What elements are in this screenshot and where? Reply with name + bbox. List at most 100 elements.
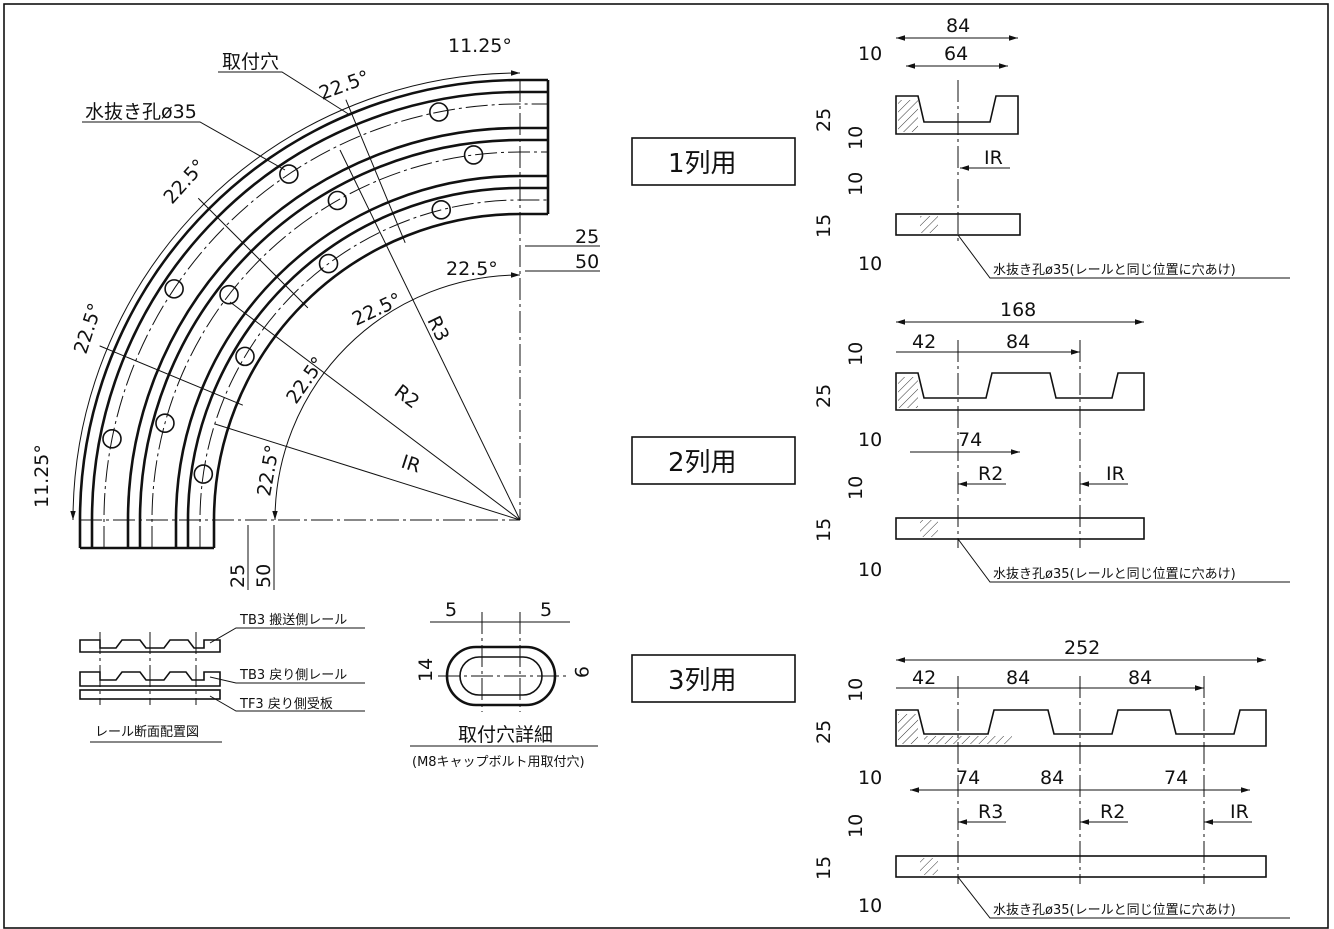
base-plate-leader: [209, 695, 365, 712]
section-2-ir-label: IR: [1106, 463, 1125, 485]
angle-dim-arc-inner: [272, 272, 521, 521]
section-2-drain-note: 水抜き孔ø35(レールと同じ位置に穴あけ): [993, 566, 1236, 582]
section-1-dim-84: 84: [946, 15, 970, 37]
rail-wall-arc: [78, 78, 548, 548]
offset-dim-25-bottom: 25: [227, 564, 249, 588]
angle-label-inner-4: 22.5°: [253, 443, 284, 498]
section-3-dim-84-b: 84: [1128, 667, 1152, 689]
rail-section-title: レール断面配置図: [95, 725, 199, 740]
section-3-dim-10-top: 10: [845, 678, 867, 702]
section-3-lower-dim-10b: 10: [858, 895, 882, 917]
angle-dim-arc-outer: [70, 70, 521, 521]
radius-label-r2: R2: [390, 380, 423, 413]
drain-hole-label: 水抜き孔ø35: [85, 101, 197, 123]
section-2-lower-dim-10: 10: [845, 476, 867, 500]
section-3-upper-profile: [895, 709, 1267, 747]
section-1-lower-hatch: [920, 216, 938, 233]
section-3-dim-10-bottom: 10: [858, 767, 882, 789]
section-3-dim-252: 252: [1064, 637, 1100, 659]
section-3-drawing: 252 42 84 84 10 25 10 74 84 74 R3 R2 IR …: [813, 637, 1290, 919]
section-3-drain-leader: [957, 876, 1290, 919]
slot-dim-height: 14: [415, 658, 437, 682]
section-1-dim-64: 64: [944, 43, 968, 65]
rail-top-label: TB3 搬送側レール: [239, 613, 347, 628]
section-2-r2-label: R2: [978, 463, 1003, 485]
angle-label-inner-3: 22.5°: [282, 353, 330, 408]
mount-hole-detail: 5 5 14 9 取付穴詳細 (M8キャップボルト用取付穴): [410, 599, 598, 770]
section-2-dim-25: 25: [813, 384, 835, 408]
rail-arcs: [78, 78, 550, 550]
drain-hole-circle: [463, 145, 484, 165]
section-1-upper-profile: [895, 95, 1019, 135]
hole-detail-title: 取付穴詳細: [458, 724, 553, 746]
rail-mid-leader: [209, 676, 365, 684]
section-3-upper-hatch-1: [898, 714, 918, 744]
section-1-lower-dim-10: 10: [845, 172, 867, 196]
section-3-lower-dim-15: 15: [813, 856, 835, 880]
radius-label-ir: IR: [398, 451, 423, 478]
section-2-lower-dim-15: 15: [813, 518, 835, 542]
section-1-label: 1列用: [668, 149, 737, 179]
sheet-border: [3, 3, 1329, 929]
section-2-drain-leader: [957, 538, 1290, 583]
section-1-dim-10-side: 10: [845, 126, 867, 150]
section-1-lower-dim-15: 15: [813, 214, 835, 238]
section-3-lower-profile: [895, 855, 1267, 878]
offset-dim-50-right: 50: [575, 251, 599, 273]
rail-top-leader: [209, 627, 365, 644]
section-3-dim-25: 25: [813, 720, 835, 744]
section-2-lower-dim-10b: 10: [858, 559, 882, 581]
rail-top-profile: [79, 639, 221, 653]
section-3-label: 3列用: [668, 666, 737, 696]
base-plate-label: TF3 戻り側受板: [239, 697, 333, 712]
section-3-upper-hatch-2: [924, 736, 1012, 744]
section-3-dim-74-a: 74: [956, 767, 980, 789]
angle-label-inner-1: 22.5°: [446, 258, 498, 280]
slot-dim-inner: 9: [570, 666, 592, 678]
section-1-lower-dim-10b: 10: [858, 253, 882, 275]
section-1-label-box: 1列用: [631, 137, 796, 186]
section-3-lower-dim-10: 10: [845, 814, 867, 838]
section-2-dim-74: 74: [958, 429, 982, 451]
section-2-dim-168: 168: [1000, 299, 1036, 321]
hole-detail-subtitle: (M8キャップボルト用取付穴): [412, 755, 585, 770]
plan-view: R3 R2 IR 11.25° 22.5° 22.5° 22.5° 11.25°…: [31, 35, 600, 590]
section-2-dim-10-top: 10: [845, 342, 867, 366]
section-3-r2-label: R2: [1100, 801, 1125, 823]
section-1-dim-25: 25: [813, 108, 835, 132]
section-1-ir-label: IR: [984, 147, 1003, 169]
section-1-drain-leader: [957, 234, 1290, 279]
section-2-label: 2列用: [668, 448, 737, 478]
section-3-ir-label: IR: [1230, 801, 1249, 823]
section-2-dim-10-bottom: 10: [858, 429, 882, 451]
mount-hole-label: 取付穴: [222, 51, 279, 73]
section-2-dim-42: 42: [912, 331, 936, 353]
section-3-dim-84-c: 84: [1040, 767, 1064, 789]
section-2-upper-profile: [895, 372, 1145, 411]
section-2-drawing: 168 42 84 10 25 10 74 R2 IR 10 15 10 水抜き…: [813, 299, 1290, 583]
angle-label-outer-5: 11.25°: [31, 444, 53, 508]
slot-dim-left: 5: [445, 599, 457, 621]
section-3-r3-label: R3: [978, 801, 1003, 823]
section-2-lower-profile: [895, 517, 1145, 540]
section-3-dim-42: 42: [912, 667, 936, 689]
rail-mid-profile: [79, 671, 221, 687]
angle-label-outer-3: 22.5°: [159, 155, 210, 208]
rail-mid-label: TB3 戻り側レール: [239, 668, 347, 683]
section-3-drain-note: 水抜き孔ø35(レールと同じ位置に穴あけ): [993, 902, 1236, 918]
rail-centerline-arc: [103, 103, 548, 548]
section-2-lower-hatch: [920, 520, 938, 537]
rail-section-layout: TB3 搬送側レール TB3 戻り側レール TF3 戻り側受板 レール断面配置図: [79, 613, 365, 743]
section-3-label-box: 3列用: [631, 654, 796, 703]
angle-label-outer-4: 22.5°: [70, 300, 107, 356]
section-1-drain-note: 水抜き孔ø35(レールと同じ位置に穴あけ): [993, 262, 1236, 278]
angle-label-inner-2: 22.5°: [349, 289, 405, 331]
rail-wall-arc: [90, 90, 548, 548]
radius-label-r3: R3: [423, 313, 454, 345]
section-3-dim-84-a: 84: [1006, 667, 1030, 689]
section-1-drawing: 84 64 10 25 10 IR 10 15 10 水抜き孔ø35(レールと同…: [813, 15, 1290, 279]
mount-hole-leader: [218, 71, 351, 116]
offset-dim-50-bottom: 50: [253, 564, 275, 588]
segment-lines: [99, 99, 406, 406]
